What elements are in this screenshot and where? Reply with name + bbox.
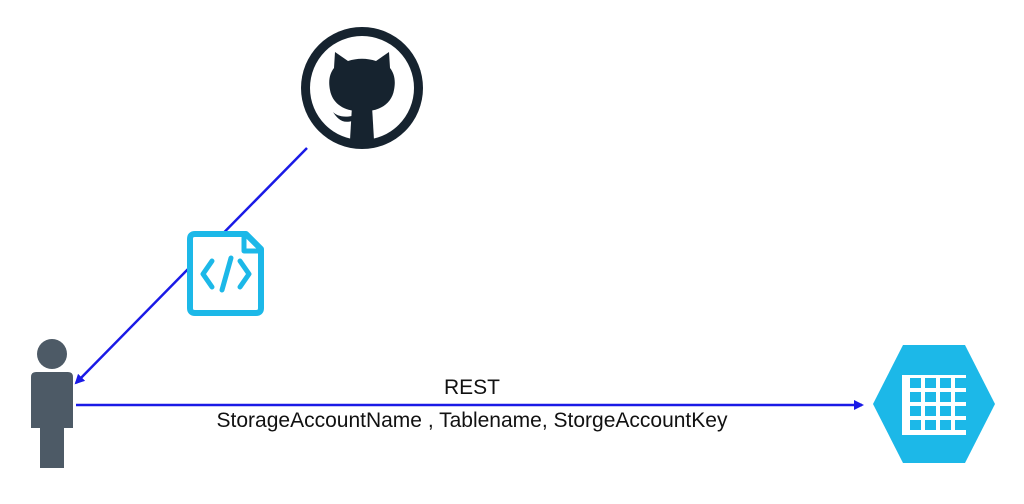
code-file-icon: [187, 231, 264, 316]
edge-label-protocol: REST: [443, 376, 500, 399]
edge-label-parameters: StorageAccountName , Tablename, StorgeAc…: [216, 409, 728, 432]
azure-table-storage-icon: [873, 345, 995, 463]
github-octocat-icon: [301, 27, 423, 149]
person-icon: [31, 339, 73, 468]
